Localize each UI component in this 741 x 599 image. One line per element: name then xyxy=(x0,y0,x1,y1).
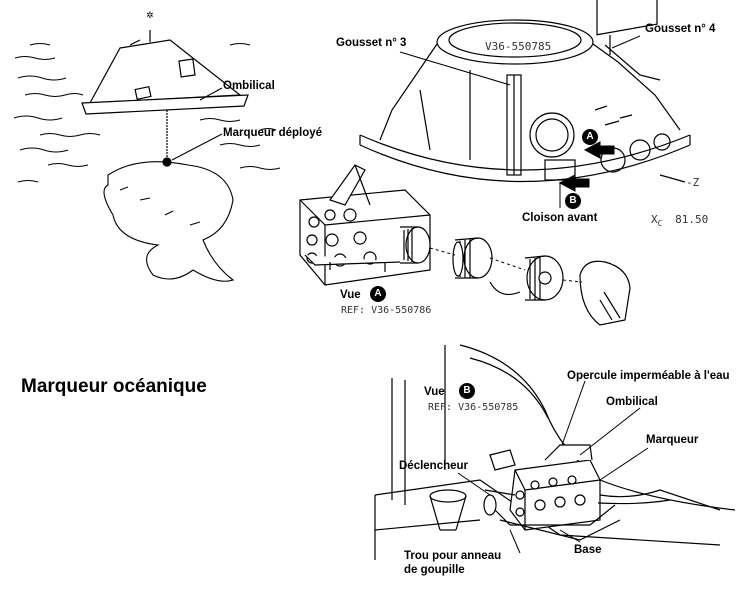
label-marqueur-deploye: Marqueur déployé xyxy=(223,127,323,139)
capsule-in-ocean: ✲ xyxy=(13,11,281,282)
label-base: Base xyxy=(574,544,602,556)
station-value: 81.50 xyxy=(675,213,709,226)
installed-marker xyxy=(374,344,736,560)
badge-a-view: A xyxy=(370,286,386,302)
ref-view-b: REF: V36-550785 xyxy=(428,402,519,413)
ref-view-a: REF: V36-550786 xyxy=(341,305,432,316)
page-title: Marqueur océanique xyxy=(21,376,207,397)
view-a-assembly xyxy=(299,164,631,326)
label-opercule: Opercule imperméable à l'eau xyxy=(567,370,730,382)
station-x: X xyxy=(651,213,658,226)
badge-b-top: B xyxy=(565,193,581,209)
station-sub: C xyxy=(657,219,663,229)
badge-a-top: A xyxy=(582,129,598,145)
badge-b-view: B xyxy=(459,383,475,399)
hatch-part-number: V36-550785 xyxy=(485,40,552,53)
svg-text:✲: ✲ xyxy=(146,11,154,21)
label-gousset-3: Gousset n° 3 xyxy=(336,37,407,49)
label-trou-line1: Trou pour anneau xyxy=(404,550,502,562)
label-cloison-avant: Cloison avant xyxy=(522,212,598,224)
capsule-detail xyxy=(359,0,691,183)
label-ombilical-top: Ombilical xyxy=(223,80,275,92)
label-marqueur: Marqueur xyxy=(646,434,699,446)
label-declencheur: Déclencheur xyxy=(399,460,469,472)
label-vue-a: Vue xyxy=(340,289,361,301)
label-vue-b: Vue xyxy=(424,386,445,398)
label-trou-line2: de goupille xyxy=(404,564,465,576)
label-gousset-4: Gousset n° 4 xyxy=(645,23,716,35)
station-label: XC 81.50 xyxy=(651,214,708,228)
label-ombilical-bottom: Ombilical xyxy=(606,396,658,408)
axis-label: -Z xyxy=(686,176,700,189)
